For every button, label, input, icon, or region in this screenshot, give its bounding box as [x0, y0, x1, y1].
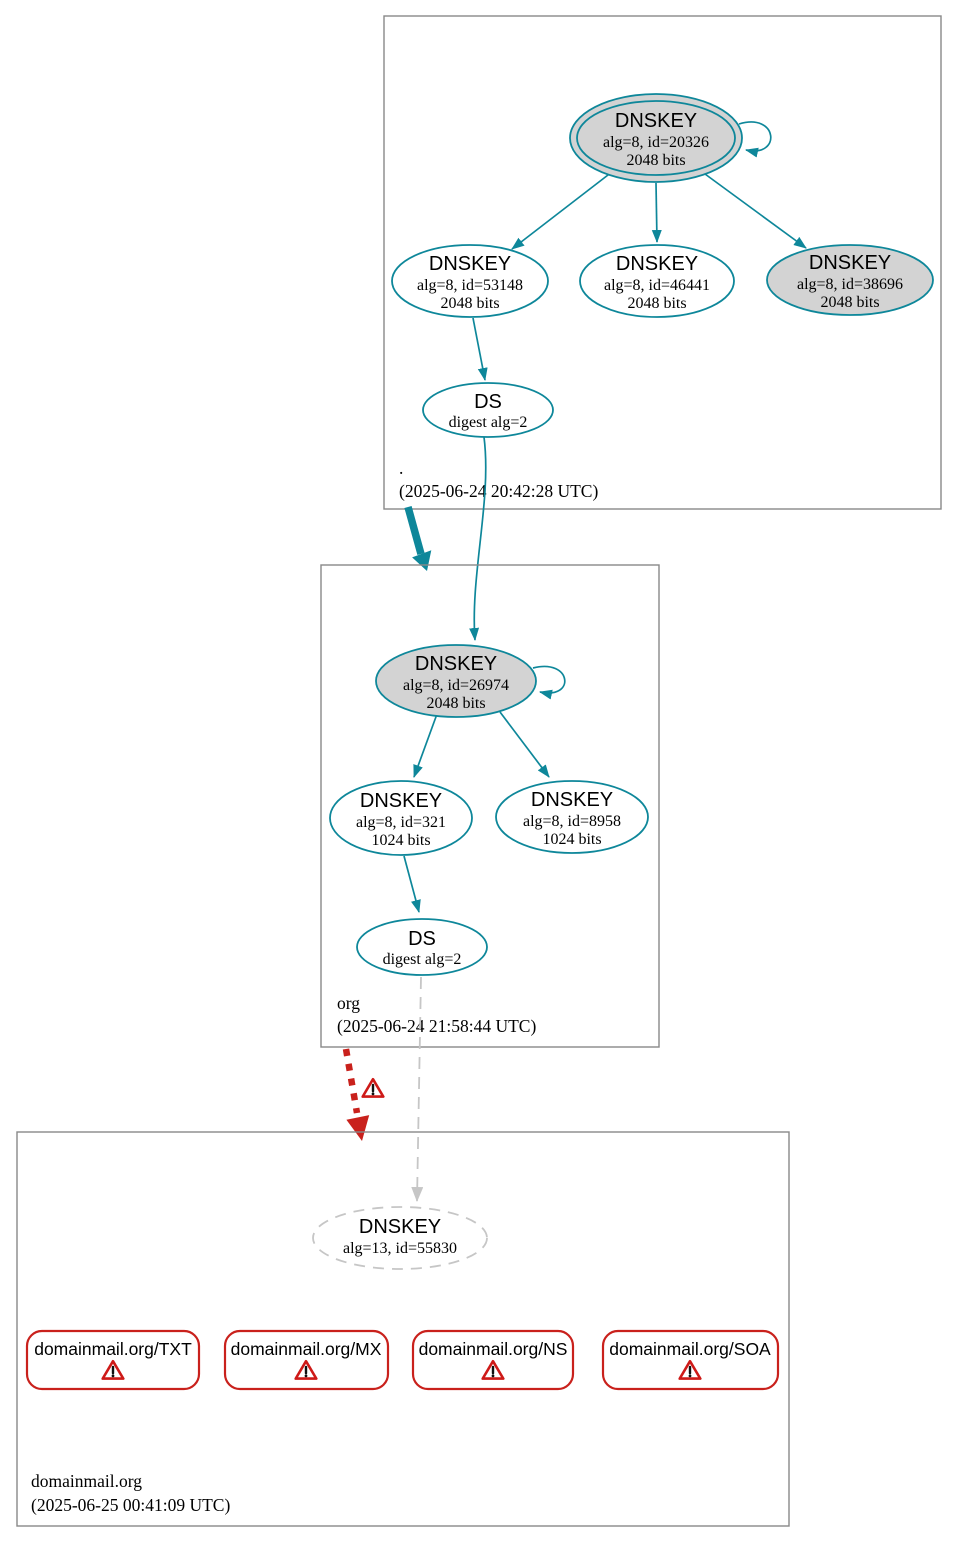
node-ellipse — [579, 244, 735, 318]
node-title: DNSKEY — [415, 653, 497, 675]
node-ellipse — [329, 780, 473, 856]
node-bits: 2048 bits — [627, 295, 686, 312]
zone-root: . (2025-06-24 20:42:28 UTC) DNSKEY alg=8… — [383, 15, 942, 510]
node-bits: 1024 bits — [542, 831, 601, 848]
delegation-arrow-shaft — [404, 506, 425, 555]
warning-icon — [361, 1077, 385, 1098]
zone-root-timestamp: (2025-06-24 20:42:28 UTC) — [399, 481, 598, 501]
bogus-arrow-shaft — [342, 1048, 361, 1114]
node-bits: 2048 bits — [426, 695, 485, 712]
node-title: DNSKEY — [359, 1216, 441, 1238]
edge-26974-8958 — [499, 711, 550, 778]
node-detail: alg=8, id=20326 — [603, 134, 709, 151]
node-title: DNSKEY — [809, 252, 891, 274]
node-detail: alg=8, id=321 — [356, 814, 446, 831]
node-ellipse — [495, 780, 649, 854]
dnskey-node-53148[interactable]: DNSKEY alg=8, id=53148 2048 bits — [391, 244, 549, 318]
node-ellipse-inner — [576, 100, 736, 176]
node-bits: 2048 bits — [626, 152, 685, 169]
dnskey-node-46441[interactable]: DNSKEY alg=8, id=46441 2048 bits — [579, 244, 735, 318]
ds-node-root[interactable]: DS digest alg=2 — [422, 382, 554, 438]
rrset-domainmail-soa[interactable]: domainmail.org/SOA — [601, 1329, 780, 1391]
node-title: DS — [408, 928, 436, 950]
edge-53148-ds — [472, 317, 488, 381]
edge-org-ds-to-domainmail-dnskey — [411, 976, 424, 1202]
dnskey-node-321[interactable]: DNSKEY alg=8, id=321 1024 bits — [329, 780, 473, 856]
node-bits: 2048 bits — [820, 294, 879, 311]
node-ellipse — [766, 244, 934, 316]
dnskey-node-55830[interactable]: DNSKEY alg=13, id=55830 — [312, 1206, 488, 1270]
node-title: DNSKEY — [616, 253, 698, 275]
node-ellipse — [356, 918, 488, 976]
node-ellipse-outer — [569, 93, 743, 183]
dnskey-node-8958[interactable]: DNSKEY alg=8, id=8958 1024 bits — [495, 780, 649, 854]
bogus-arrow-head — [346, 1115, 370, 1141]
edge-root-org-delegation — [404, 506, 432, 571]
zone-org-timestamp: (2025-06-24 21:58:44 UTC) — [337, 1016, 536, 1036]
rrset-label: domainmail.org/SOA — [609, 1339, 771, 1359]
node-title: DNSKEY — [429, 253, 511, 275]
edge-ksk20326-selfloop — [738, 121, 772, 158]
zone-domainmail-timestamp: (2025-06-25 00:41:09 UTC) — [31, 1495, 230, 1515]
node-ellipse — [422, 382, 554, 438]
node-ellipse — [391, 244, 549, 318]
node-bits: 2048 bits — [440, 295, 499, 312]
dnskey-node-26974[interactable]: DNSKEY alg=8, id=26974 2048 bits — [375, 644, 537, 718]
edge-26974-321 — [413, 713, 438, 778]
node-title: DNSKEY — [615, 110, 697, 132]
zone-org-label: org — [337, 993, 360, 1013]
zone-domainmail-org: domainmail.org (2025-06-25 00:41:09 UTC)… — [16, 1131, 790, 1527]
node-detail: alg=8, id=46441 — [604, 277, 710, 294]
node-detail: alg=8, id=8958 — [523, 813, 621, 830]
edge-20326-46441 — [651, 182, 662, 243]
node-ellipse — [312, 1206, 488, 1270]
edge-20326-53148 — [511, 174, 609, 250]
edge-20326-38696 — [704, 173, 807, 249]
edge-root-ds-to-org-dnskey — [469, 436, 487, 641]
node-detail: digest alg=2 — [449, 414, 528, 431]
zone-domainmail-box — [16, 1131, 790, 1527]
edge-org-domainmail-delegation-bogus — [342, 1048, 385, 1141]
zone-org: org (2025-06-24 21:58:44 UTC) DNSKEY alg… — [320, 564, 660, 1048]
zone-root-label: . — [399, 458, 403, 478]
zone-root-box — [383, 15, 942, 510]
node-detail: alg=13, id=55830 — [343, 1240, 457, 1257]
zone-domainmail-label: domainmail.org — [31, 1471, 142, 1491]
rrset-domainmail-mx[interactable]: domainmail.org/MX — [223, 1329, 390, 1391]
node-detail: alg=8, id=26974 — [403, 677, 509, 694]
rrset-domainmail-txt[interactable]: domainmail.org/TXT — [25, 1329, 201, 1391]
delegation-arrow-head — [412, 550, 432, 571]
node-detail: alg=8, id=53148 — [417, 277, 523, 294]
node-title: DS — [474, 391, 502, 413]
node-title: DNSKEY — [531, 789, 613, 811]
node-bits: 1024 bits — [371, 832, 430, 849]
dnskey-node-20326[interactable]: DNSKEY alg=8, id=20326 2048 bits — [569, 93, 743, 183]
zone-org-box — [320, 564, 660, 1048]
rrset-label: domainmail.org/MX — [231, 1339, 382, 1359]
rrset-domainmail-ns[interactable]: domainmail.org/NS — [411, 1329, 575, 1391]
node-detail: digest alg=2 — [383, 951, 462, 968]
node-detail: alg=8, id=38696 — [797, 276, 903, 293]
edge-321-ds — [403, 855, 421, 913]
ds-node-org[interactable]: DS digest alg=2 — [356, 918, 488, 976]
edge-ksk26974-selfloop — [532, 665, 566, 700]
dnskey-node-38696[interactable]: DNSKEY alg=8, id=38696 2048 bits — [766, 244, 934, 316]
node-ellipse — [375, 644, 537, 718]
rrset-label: domainmail.org/NS — [419, 1339, 568, 1359]
node-title: DNSKEY — [360, 790, 442, 812]
rrset-label: domainmail.org/TXT — [34, 1339, 192, 1359]
